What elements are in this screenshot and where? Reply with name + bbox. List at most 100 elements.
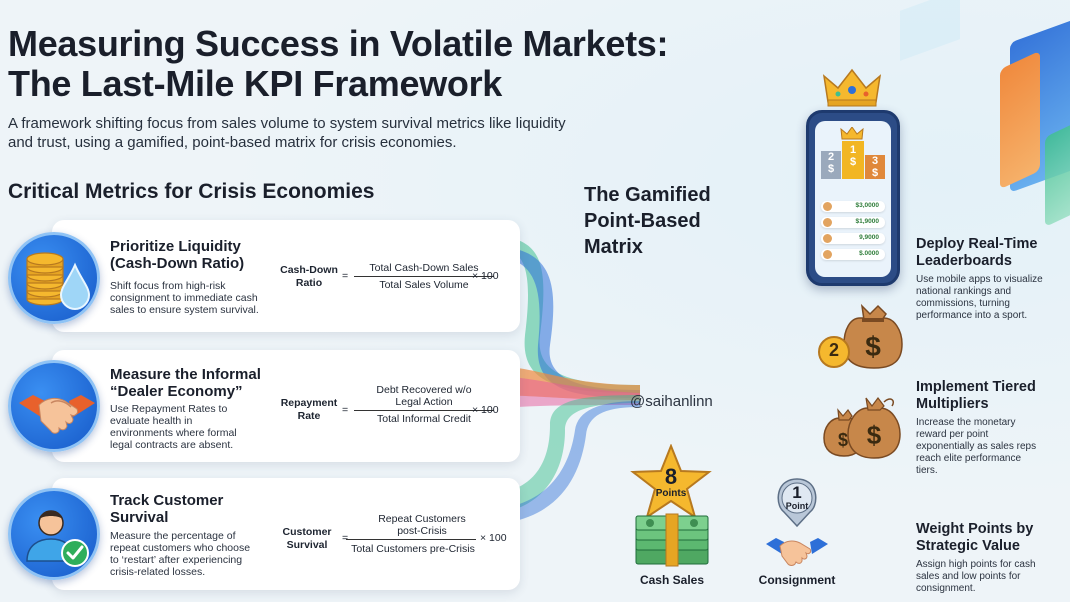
metric-title: Measure the Informal “Dealer Economy”	[110, 366, 280, 400]
formula-equals: =	[342, 532, 349, 544]
strategy-description-line: reach elite performance	[916, 453, 1022, 464]
points-badge-cash: 8 Points	[650, 466, 692, 500]
leaderboard-value: $3,0000	[855, 202, 880, 209]
author-handle: @saihanlinn	[630, 393, 713, 410]
strategy-title: Deploy Real-Time Leaderboards	[916, 236, 1066, 270]
points-value: 1	[792, 483, 802, 502]
avatar	[823, 202, 832, 211]
formula-numerator: Debt Recovered w/o Legal Action	[354, 384, 494, 408]
strategy-title-line: Leaderboards	[916, 253, 1012, 269]
formula-equals: =	[342, 404, 349, 416]
customer-check-icon	[8, 488, 100, 580]
strategy-description-line: performance into a sport.	[916, 310, 1028, 321]
leaderboard-row: $3,0000	[821, 201, 885, 212]
svg-text:$: $	[867, 420, 882, 450]
strategy-title: Implement Tiered Multipliers	[916, 379, 1066, 413]
strategy-title-line: Strategic Value	[916, 538, 1020, 554]
formula-multiplier: × 100	[480, 532, 507, 544]
metric-description-line: Measure the percentage of	[110, 530, 236, 542]
formula-lhs: Repayment Rate	[274, 397, 344, 423]
metric-title-line: “Dealer Economy”	[110, 383, 243, 400]
crown-icon	[822, 68, 882, 107]
handshake-small-icon	[766, 538, 828, 566]
matrix-title-line: Matrix	[584, 236, 643, 258]
metric-description-line: to ‘restart’ after experiencing	[110, 554, 243, 566]
strategy-description-line: exponentially as sales reps	[916, 441, 1037, 452]
money-bag-multiplier-icon: $	[818, 303, 903, 369]
coins-droplet-icon	[8, 232, 100, 324]
formula-denominator: Total Customers pre-Crisis	[351, 543, 475, 555]
strategy-description: Increase the monetary reward per point e…	[916, 417, 1066, 477]
formula-numerator: Repeat Customers post-Crisis	[352, 513, 492, 537]
podium-first: 1 $	[842, 141, 864, 179]
podium-rank: 2	[827, 151, 835, 163]
strategy-description-line: commissions, turning	[916, 298, 1010, 309]
strategy-description-line: Assign high points for cash	[916, 559, 1036, 570]
strategy-description: Assign high points for cash sales and lo…	[916, 559, 1066, 595]
page-title-line-1: Measuring Success in Volatile Markets:	[8, 23, 669, 64]
formula-multiplier: × 100	[472, 404, 499, 416]
cash-stack-icon	[635, 513, 709, 567]
strategy-description-line: sales and low points for	[916, 571, 1021, 582]
strategy-description-line: consignment.	[916, 583, 976, 594]
metric-description-line: evaluate health in	[110, 415, 193, 427]
page-title: Measuring Success in Volatile Markets: T…	[8, 24, 728, 104]
podium-currency: $	[849, 156, 857, 168]
metric-card-dealer-economy	[52, 350, 520, 462]
star-points-icon	[630, 444, 712, 520]
formula-fraction-bar	[354, 276, 494, 277]
strategy-description-line: reward per point	[916, 429, 989, 440]
metric-description-line: Shift focus from high-risk	[110, 280, 226, 292]
podium-currency: $	[827, 163, 835, 175]
metric-title: Track Customer Survival	[110, 492, 280, 526]
matrix-title-line: The Gamified	[584, 184, 711, 206]
multiplier-badge: 2	[828, 340, 839, 360]
metric-title-line: (Cash-Down Ratio)	[110, 255, 245, 272]
leaderboard-phone: 2 $ 1 $ 3 $ $3,0000 $1,9000 9,9000 $.000…	[806, 110, 900, 286]
leaderboard-value: $.0000	[859, 250, 879, 257]
formula-lhs: Customer Survival	[272, 526, 342, 552]
formula-repayment-rate: Repayment Rate = Debt Recovered w/o Lega…	[278, 382, 508, 432]
decor-stripe-orange	[1000, 50, 1040, 190]
formula-denominator: Total Sales Volume	[379, 279, 469, 291]
podium-currency: $	[871, 167, 879, 179]
metric-description-line: consignment to immediate cash	[110, 292, 258, 304]
formula-lhs-line: Survival	[286, 539, 328, 551]
metric-description-line: sales to ensure system survival.	[110, 304, 259, 316]
points-unit: Point	[785, 501, 809, 511]
metric-description-line: environments where formal	[110, 427, 237, 439]
formula-numerator: Total Cash-Down Sales	[369, 262, 479, 274]
leaderboard-value: 9,9000	[859, 234, 879, 241]
podium-third: 3 $	[865, 155, 885, 179]
metric-description: Shift focus from high-risk consignment t…	[110, 280, 282, 316]
metric-title-line: Survival	[110, 509, 169, 526]
strategy-description-line: Use mobile apps to visualize	[916, 274, 1043, 285]
strategy-title-line: Implement Tiered	[916, 379, 1036, 395]
metric-title-line: Prioritize Liquidity	[110, 238, 241, 255]
metric-title-line: Track Customer	[110, 492, 224, 509]
leaderboard-row: 9,9000	[821, 233, 885, 244]
decor-stripe-green	[1045, 123, 1070, 227]
metric-description: Use Repayment Rates to evaluate health i…	[110, 403, 282, 451]
metric-description: Measure the percentage of repeat custome…	[110, 530, 282, 578]
svg-text:$: $	[838, 430, 848, 450]
avatar	[823, 234, 832, 243]
leaderboard-screen: 2 $ 1 $ 3 $ $3,0000 $1,9000 9,9000 $.000…	[815, 121, 891, 277]
metric-description-line: Use Repayment Rates to	[110, 403, 228, 415]
points-badge-consignment: 1 Point	[780, 484, 814, 511]
money-bags-icon: $ $	[823, 397, 901, 459]
formula-denominator: Total Informal Credit	[377, 413, 471, 425]
section-title-metrics: Critical Metrics for Crisis Economies	[8, 180, 375, 203]
leaderboard-row: $1,9000	[821, 217, 885, 228]
formula-lhs-line: Customer	[282, 526, 332, 538]
point-pin-icon	[777, 478, 817, 528]
section-title-matrix: The Gamified Point-Based Matrix	[584, 182, 734, 260]
formula-fraction-bar	[354, 410, 494, 411]
formula-numerator-line: Debt Recovered w/o	[376, 384, 472, 396]
strategy-description-line: national rankings and	[916, 286, 1012, 297]
metric-description-line: repeat customers who choose	[110, 542, 251, 554]
matrix-title-line: Point-Based	[584, 210, 701, 232]
strategy-title-line: Deploy Real-Time	[916, 236, 1038, 252]
formula-multiplier: × 100	[472, 270, 499, 282]
points-unit: Points	[655, 488, 687, 499]
